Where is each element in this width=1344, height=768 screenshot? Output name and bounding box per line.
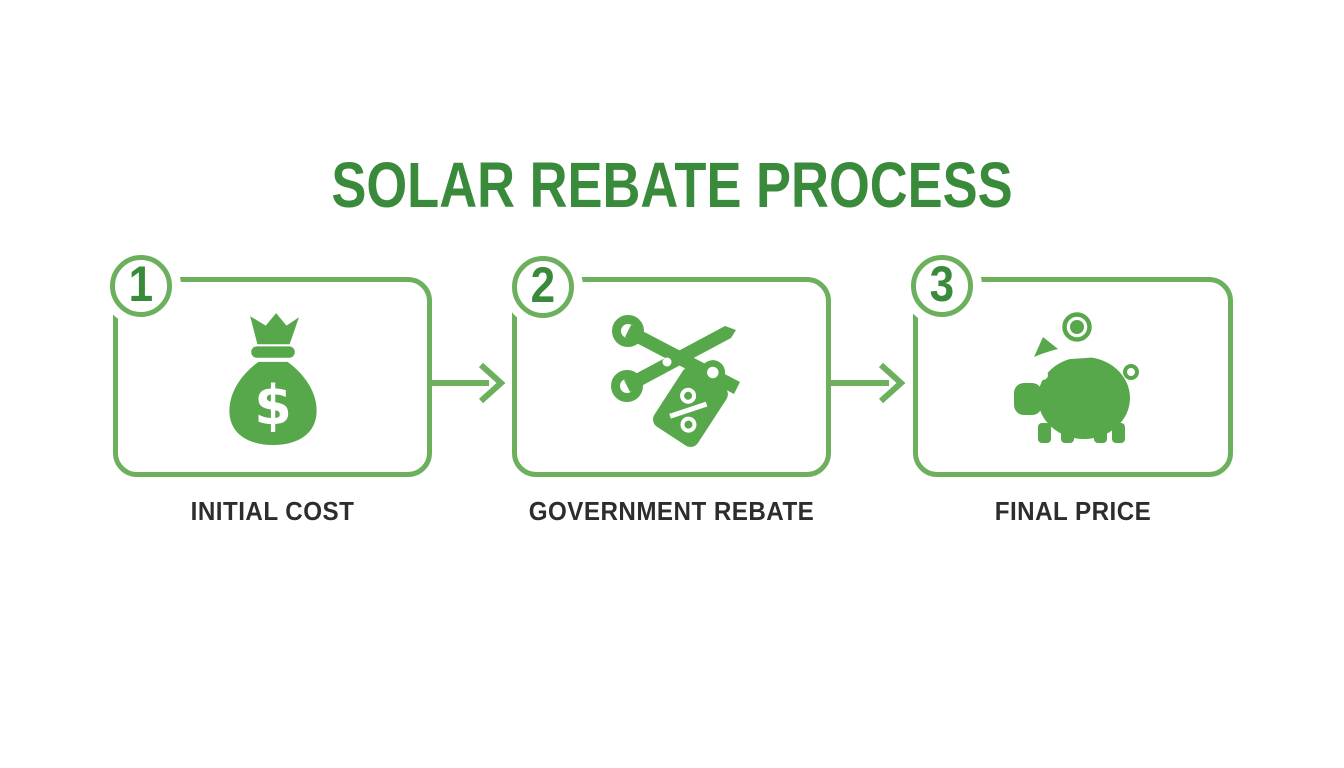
step-2-label: GOVERNMENT REBATE (528, 496, 815, 526)
arrow-right-icon (431, 362, 506, 404)
step-box-government-rebate (512, 277, 831, 477)
step-1-badge: 1 (110, 255, 172, 317)
arrow-right-icon (831, 362, 906, 404)
step-1-number: 1 (128, 256, 154, 312)
step-2-badge: 2 (512, 256, 574, 318)
step-box-final-price (913, 277, 1233, 477)
step-1-label: INITIAL COST (190, 496, 355, 526)
scissors-price-tag-icon (610, 315, 740, 447)
step-3-number: 3 (929, 256, 955, 312)
piggy-bank-icon (1014, 312, 1139, 443)
step-box-initial-cost: $ (113, 277, 432, 477)
step-3-label: FINAL PRICE (994, 496, 1152, 526)
svg-text:$: $ (254, 374, 292, 437)
step-2-number: 2 (530, 257, 556, 313)
step-3-badge: 3 (911, 255, 973, 317)
money-bag-icon: $ (228, 312, 317, 445)
page-title: SOLAR REBATE PROCESS (331, 149, 1013, 221)
